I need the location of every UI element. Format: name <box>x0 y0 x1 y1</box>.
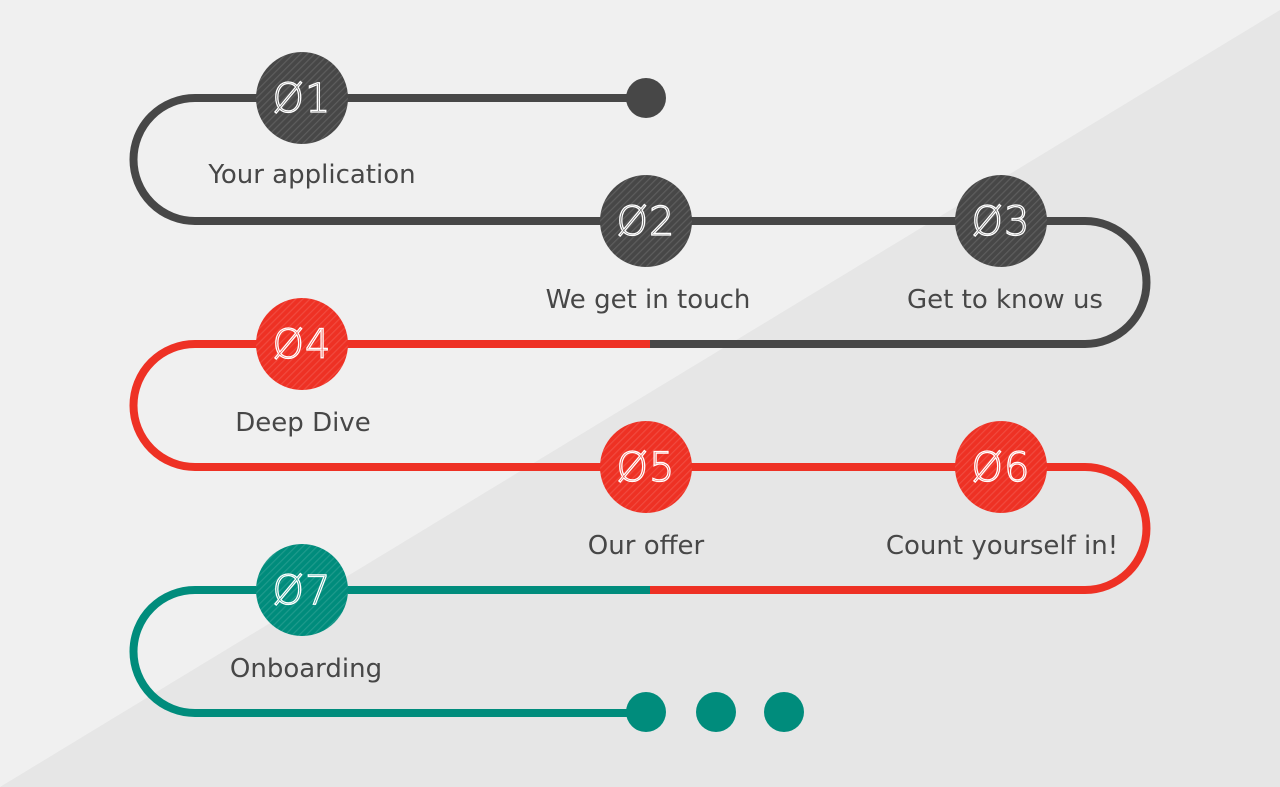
step-label: Onboarding <box>230 654 382 684</box>
end-dot <box>626 692 666 732</box>
step-number: Ø7 <box>273 568 332 614</box>
step-number: Ø2 <box>617 199 676 245</box>
step-circle-hatch <box>955 175 1047 267</box>
ellipsis-dot <box>764 692 804 732</box>
ellipsis-dot <box>696 692 736 732</box>
step-label: Count yourself in! <box>886 531 1118 561</box>
path-segment-teal <box>129 586 650 717</box>
step-number: Ø3 <box>972 199 1031 245</box>
step-number: Ø1 <box>273 76 332 122</box>
step-circle-hatch <box>600 421 692 513</box>
step-circle-hatch <box>256 544 348 636</box>
step-circle-hatch <box>256 298 348 390</box>
step-label: We get in touch <box>546 285 751 315</box>
step-number: Ø4 <box>273 322 332 368</box>
step-number: Ø6 <box>972 445 1031 491</box>
step-number: Ø5 <box>617 445 676 491</box>
step-label: Get to know us <box>907 285 1103 315</box>
step-label: Your application <box>207 160 415 190</box>
step-circle-hatch <box>600 175 692 267</box>
step-label: Our offer <box>588 531 705 561</box>
step-circle-hatch <box>955 421 1047 513</box>
step-node: Ø2 We get in touch <box>546 175 751 315</box>
step-label: Deep Dive <box>235 408 370 438</box>
start-dot <box>626 78 666 118</box>
step-circle-hatch <box>256 52 348 144</box>
